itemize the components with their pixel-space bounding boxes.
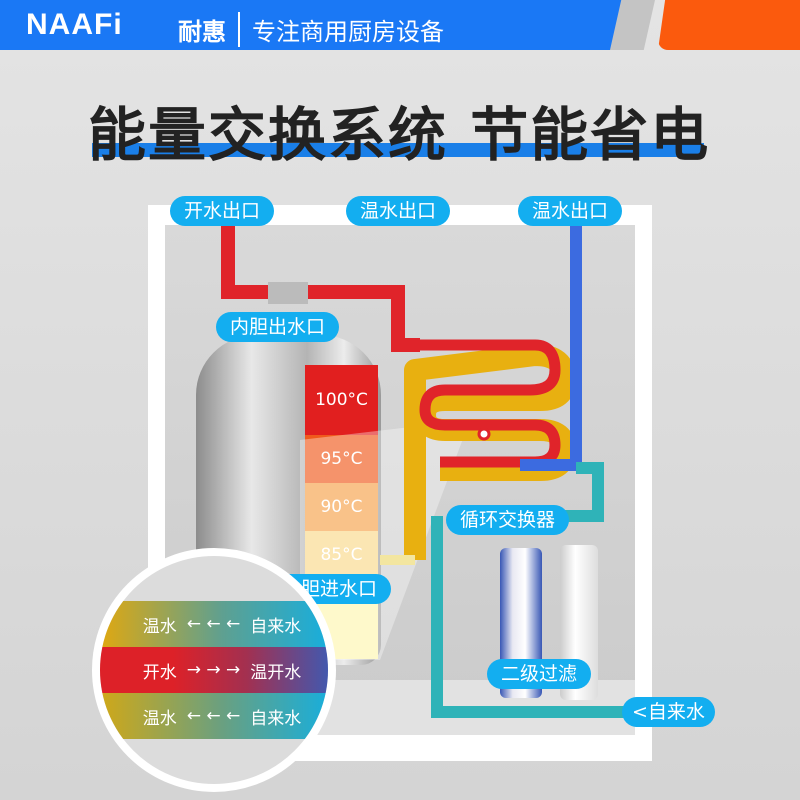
- label-tank-outlet: 内胆出水口: [216, 312, 340, 342]
- row-right-label: 温开水: [250, 662, 302, 683]
- label-filter: 二级过滤: [487, 659, 592, 689]
- brand-slogan: 专注商用厨房设备: [238, 12, 444, 47]
- temp-100: 100°C: [305, 365, 378, 435]
- arrow-left-icon: ← ← ←: [186, 614, 241, 634]
- hot-spot-marker: [477, 427, 491, 441]
- label-warm-outlet-2: 温水出口: [518, 196, 623, 226]
- brand-logo: NAAFi: [26, 8, 123, 41]
- exchanger-coil-inner: [419, 339, 561, 468]
- row-left-label: 开水: [142, 662, 177, 683]
- row-right-label: 自来水: [250, 616, 302, 637]
- magnifier-circle: 温水 ← ← ← 自来水 开水 → → → 温开水 温水 ← ← ← 自来水: [92, 548, 336, 792]
- label-tap-water: <自来水: [622, 697, 715, 727]
- brand-name: 耐惠: [178, 18, 226, 46]
- temp-95: 95°C: [305, 435, 378, 483]
- arrow-left-icon: ← ← ←: [186, 706, 241, 726]
- page-title: 能量交换系统 节能省电: [88, 101, 711, 169]
- arrow-right-icon: → → →: [186, 660, 241, 680]
- row-left-label: 温水: [142, 708, 177, 729]
- row-right-label: 自来水: [250, 708, 302, 729]
- warm-row-1: 温水 ← ← ← 自来水: [100, 601, 328, 647]
- hot-row: 开水 → → → 温开水: [100, 647, 328, 693]
- header-orange-bar: [658, 0, 800, 50]
- brand-header: NAAFi 耐惠 专注商用厨房设备: [0, 0, 800, 50]
- temp-90: 90°C: [305, 483, 378, 531]
- label-exchanger: 循环交换器: [446, 505, 570, 535]
- warm-row-2: 温水 ← ← ← 自来水: [100, 693, 328, 739]
- tee-fitting: [268, 282, 308, 304]
- label-warm-outlet-1: 温水出口: [346, 196, 451, 226]
- hot-pipe: [221, 225, 420, 352]
- label-boiling-outlet: 开水出口: [170, 196, 275, 226]
- row-left-label: 温水: [142, 616, 177, 637]
- header-blue-bar: [0, 0, 625, 50]
- temp-85: 85°C: [305, 531, 378, 579]
- inlet-pipe-teal: [431, 516, 640, 718]
- title-underline: [92, 143, 704, 157]
